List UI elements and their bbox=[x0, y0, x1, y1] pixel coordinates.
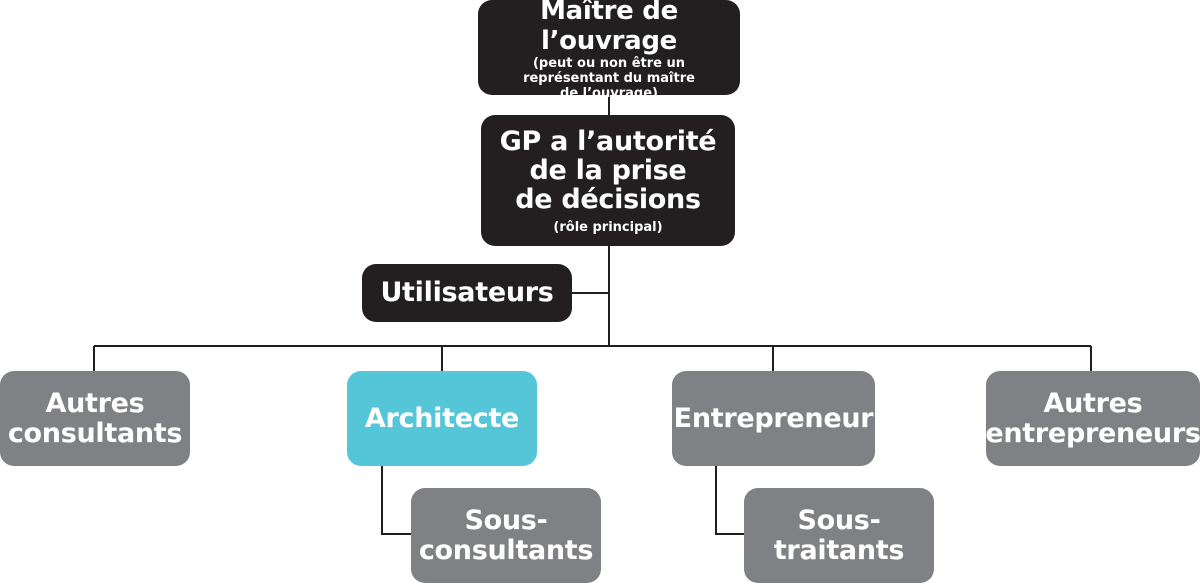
owner-subtitle: (peut ou non être un représentant du maî… bbox=[523, 56, 695, 101]
subcontractors-box: Sous- traitants bbox=[744, 488, 934, 583]
connector-contractor-subcontractors bbox=[715, 466, 744, 535]
contractor-box: Entrepreneur bbox=[672, 371, 875, 466]
owner-title: Maître de l’ouvrage bbox=[540, 0, 678, 56]
subconsultants-box: Sous- consultants bbox=[411, 488, 601, 583]
other-consultants-title: Autres consultants bbox=[7, 387, 183, 449]
architect-title: Architecte bbox=[364, 402, 520, 434]
users-title: Utilisateurs bbox=[380, 277, 554, 308]
contractor-title: Entrepreneur bbox=[673, 402, 874, 434]
connector-architect-subconsultants bbox=[381, 466, 411, 535]
project-manager-title: GP a l’autorité de la prise de décisions bbox=[499, 125, 717, 215]
project-manager-box: GP a l’autorité de la prise de décisions… bbox=[481, 115, 735, 246]
owner-box: Maître de l’ouvrage (peut ou non être un… bbox=[478, 0, 740, 101]
other-consultants-box: Autres consultants bbox=[0, 371, 190, 466]
subconsultants-title: Sous- consultants bbox=[418, 504, 594, 566]
project-manager-subtitle: (rôle principal) bbox=[553, 219, 663, 235]
other-contractors-box: Autres entrepreneurs bbox=[985, 371, 1200, 466]
other-contractors-title: Autres entrepreneurs bbox=[985, 387, 1200, 449]
users-box: Utilisateurs bbox=[362, 264, 572, 322]
subcontractors-title: Sous- traitants bbox=[773, 504, 905, 566]
architect-box: Architecte bbox=[347, 371, 537, 466]
